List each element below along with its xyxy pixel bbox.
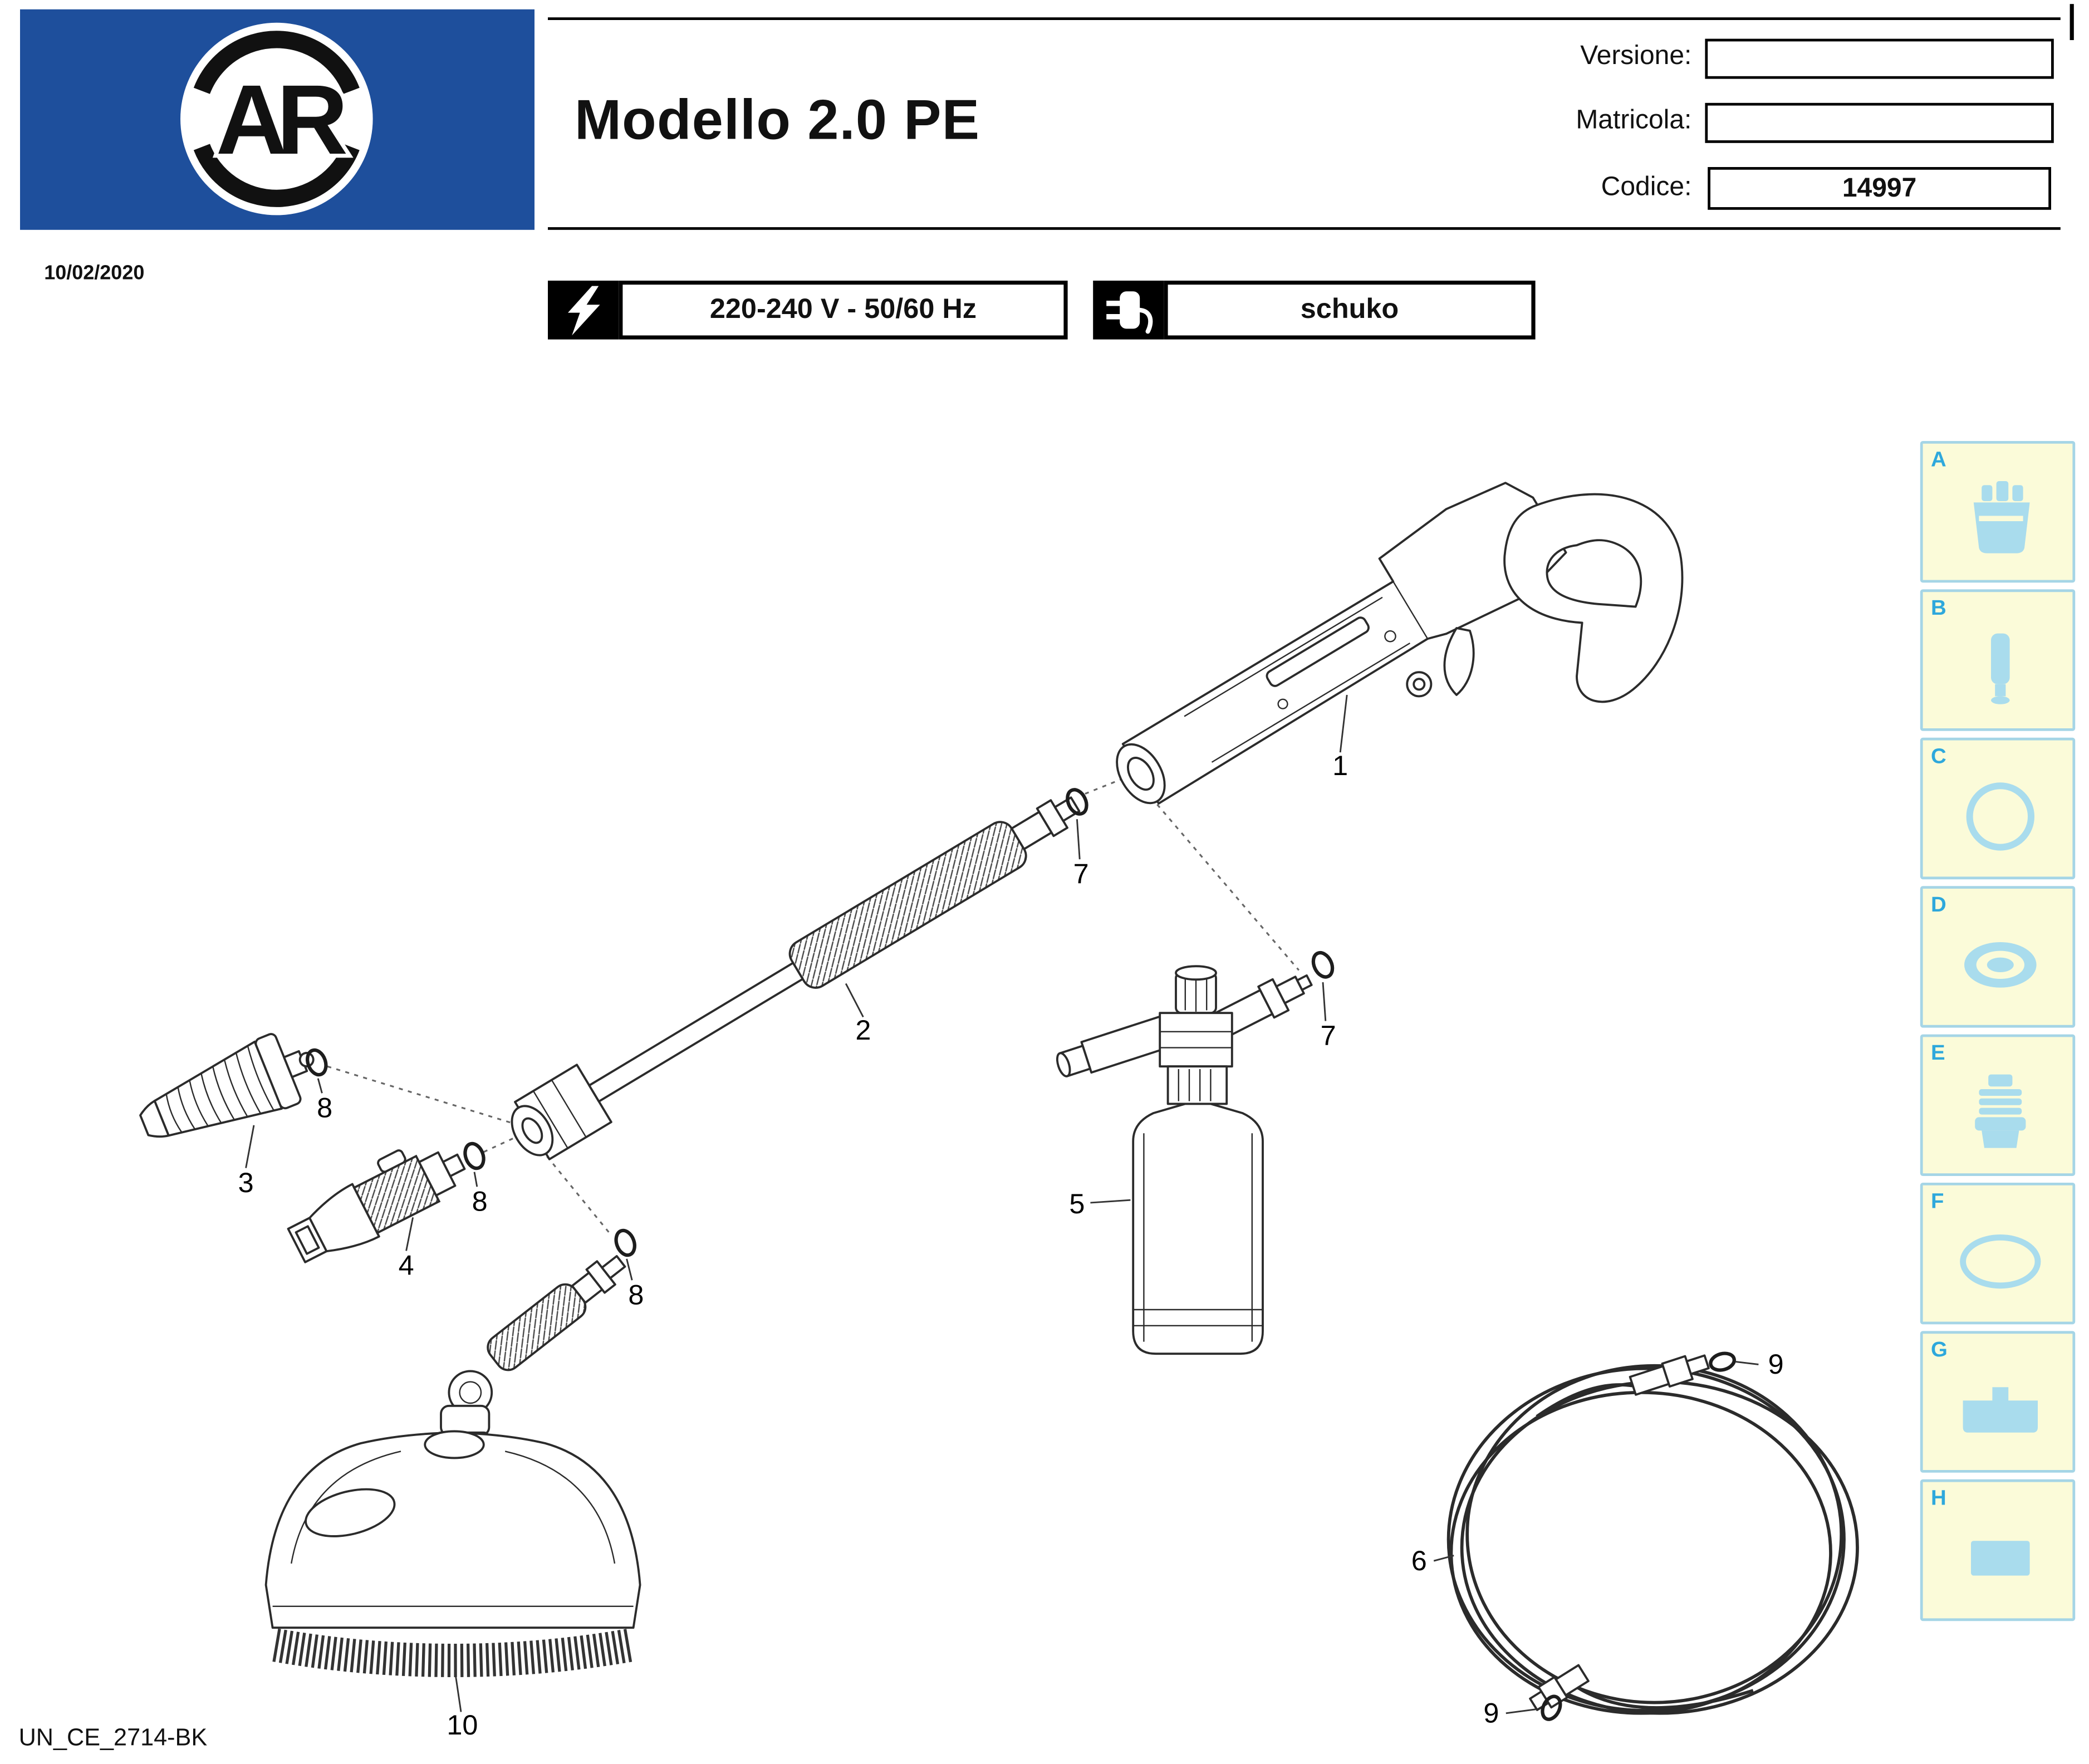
callout-9b: 9 [1483, 1697, 1499, 1729]
legend-item-d: D [1920, 886, 2076, 1028]
high-pressure-hose [1446, 1354, 1859, 1715]
spray-gun [1116, 482, 1684, 805]
plug-spec: schuko [1093, 281, 1536, 340]
legend-item-e: E [1920, 1034, 2076, 1176]
codice-value[interactable]: 14997 [1708, 167, 2052, 210]
lance [511, 796, 1081, 1160]
legend-item-h: H [1920, 1479, 2076, 1621]
exploded-parts-diagram: 1 2 3 4 5 6 7 7 8 8 8 9 9 10 [139, 482, 1859, 1737]
legend-letter-e: E [1931, 1042, 1945, 1065]
header-bottom-rule [548, 227, 2061, 230]
callout-1: 1 [1332, 749, 1348, 781]
matricola-label: Matricola: [1576, 105, 1692, 135]
patio-cleaner [264, 1255, 641, 1677]
codice-label: Codice: [1601, 172, 1692, 202]
turbo-nozzle [139, 1033, 315, 1138]
brush-bristles [272, 1628, 634, 1677]
callout-7a: 7 [1073, 857, 1089, 889]
legend-letter-d: D [1931, 894, 1946, 917]
brand-logo-panel: AR [20, 9, 535, 230]
legend-item-b: B [1920, 589, 2076, 731]
callout-leaders [245, 694, 1759, 1714]
callout-5: 5 [1069, 1188, 1085, 1219]
legend-letter-h: H [1931, 1487, 1946, 1510]
adjustable-nozzle [287, 1149, 466, 1263]
callout-4: 4 [399, 1250, 414, 1281]
seal-icon [1964, 942, 2037, 988]
o-ring-9a [1709, 1351, 1736, 1372]
versione-label: Versione: [1580, 41, 1692, 71]
o-ring-8c [614, 1228, 636, 1257]
versione-input[interactable] [1705, 38, 2054, 79]
callout-8a: 8 [317, 1091, 332, 1123]
voltage-text: 220-240 V - 50/60 Hz [619, 281, 1068, 340]
lightning-icon [548, 281, 619, 340]
legend-letter-g: G [1931, 1339, 1948, 1362]
legend-letter-c: C [1931, 746, 1946, 768]
assembly-guide-lines [327, 777, 1300, 1237]
oval-ring-icon [1960, 1234, 2041, 1289]
document-date: 10/02/2020 [44, 262, 145, 285]
threaded-adapter-icon [1975, 1074, 2026, 1148]
matricola-input[interactable] [1705, 102, 2054, 143]
legend-item-c: C [1920, 737, 2076, 880]
document-code: UN_CE_2714-BK [18, 1724, 208, 1751]
legend-letter-b: B [1931, 597, 1946, 620]
legend-item-g: G [1920, 1331, 2076, 1473]
callout-8b: 8 [472, 1185, 488, 1217]
clip-icon [1963, 1387, 2038, 1433]
o-ring-7a [1066, 788, 1088, 816]
page-corner-mark [2070, 4, 2074, 41]
plate-icon [1971, 1541, 2030, 1576]
page-title: Modello 2.0 PE [575, 88, 980, 151]
o-ring-7b [1311, 950, 1335, 979]
o-ring-9b [1541, 1694, 1562, 1721]
accessory-legend: A B C [1920, 441, 2076, 1621]
legend-item-a: A [1920, 441, 2076, 583]
nozzle-holder-icon [1973, 481, 2030, 553]
callout-10: 10 [447, 1709, 478, 1737]
legend-letter-a: A [1931, 449, 1946, 472]
callout-3: 3 [238, 1167, 254, 1198]
o-ring-8b [463, 1141, 486, 1170]
legend-letter-f: F [1931, 1190, 1944, 1214]
voltage-spec: 220-240 V - 50/60 Hz [548, 281, 1068, 340]
o-ring-icon [1966, 782, 2035, 851]
schuko-plug-icon [1093, 281, 1164, 340]
callout-8c: 8 [628, 1278, 644, 1310]
schuko-text: schuko [1164, 281, 1536, 340]
tube-icon [1991, 633, 2010, 704]
callout-6: 6 [1411, 1545, 1427, 1576]
o-ring-8a [306, 1048, 328, 1077]
callout-7b: 7 [1321, 1020, 1336, 1051]
ar-logo-icon: AR [180, 22, 373, 215]
legend-item-f: F [1920, 1183, 2076, 1325]
ar-logo-text: AR [216, 64, 346, 175]
header-top-rule [548, 17, 2061, 20]
callout-2: 2 [855, 1014, 871, 1046]
foam-bottle [1056, 965, 1313, 1355]
callout-9a: 9 [1768, 1348, 1784, 1380]
